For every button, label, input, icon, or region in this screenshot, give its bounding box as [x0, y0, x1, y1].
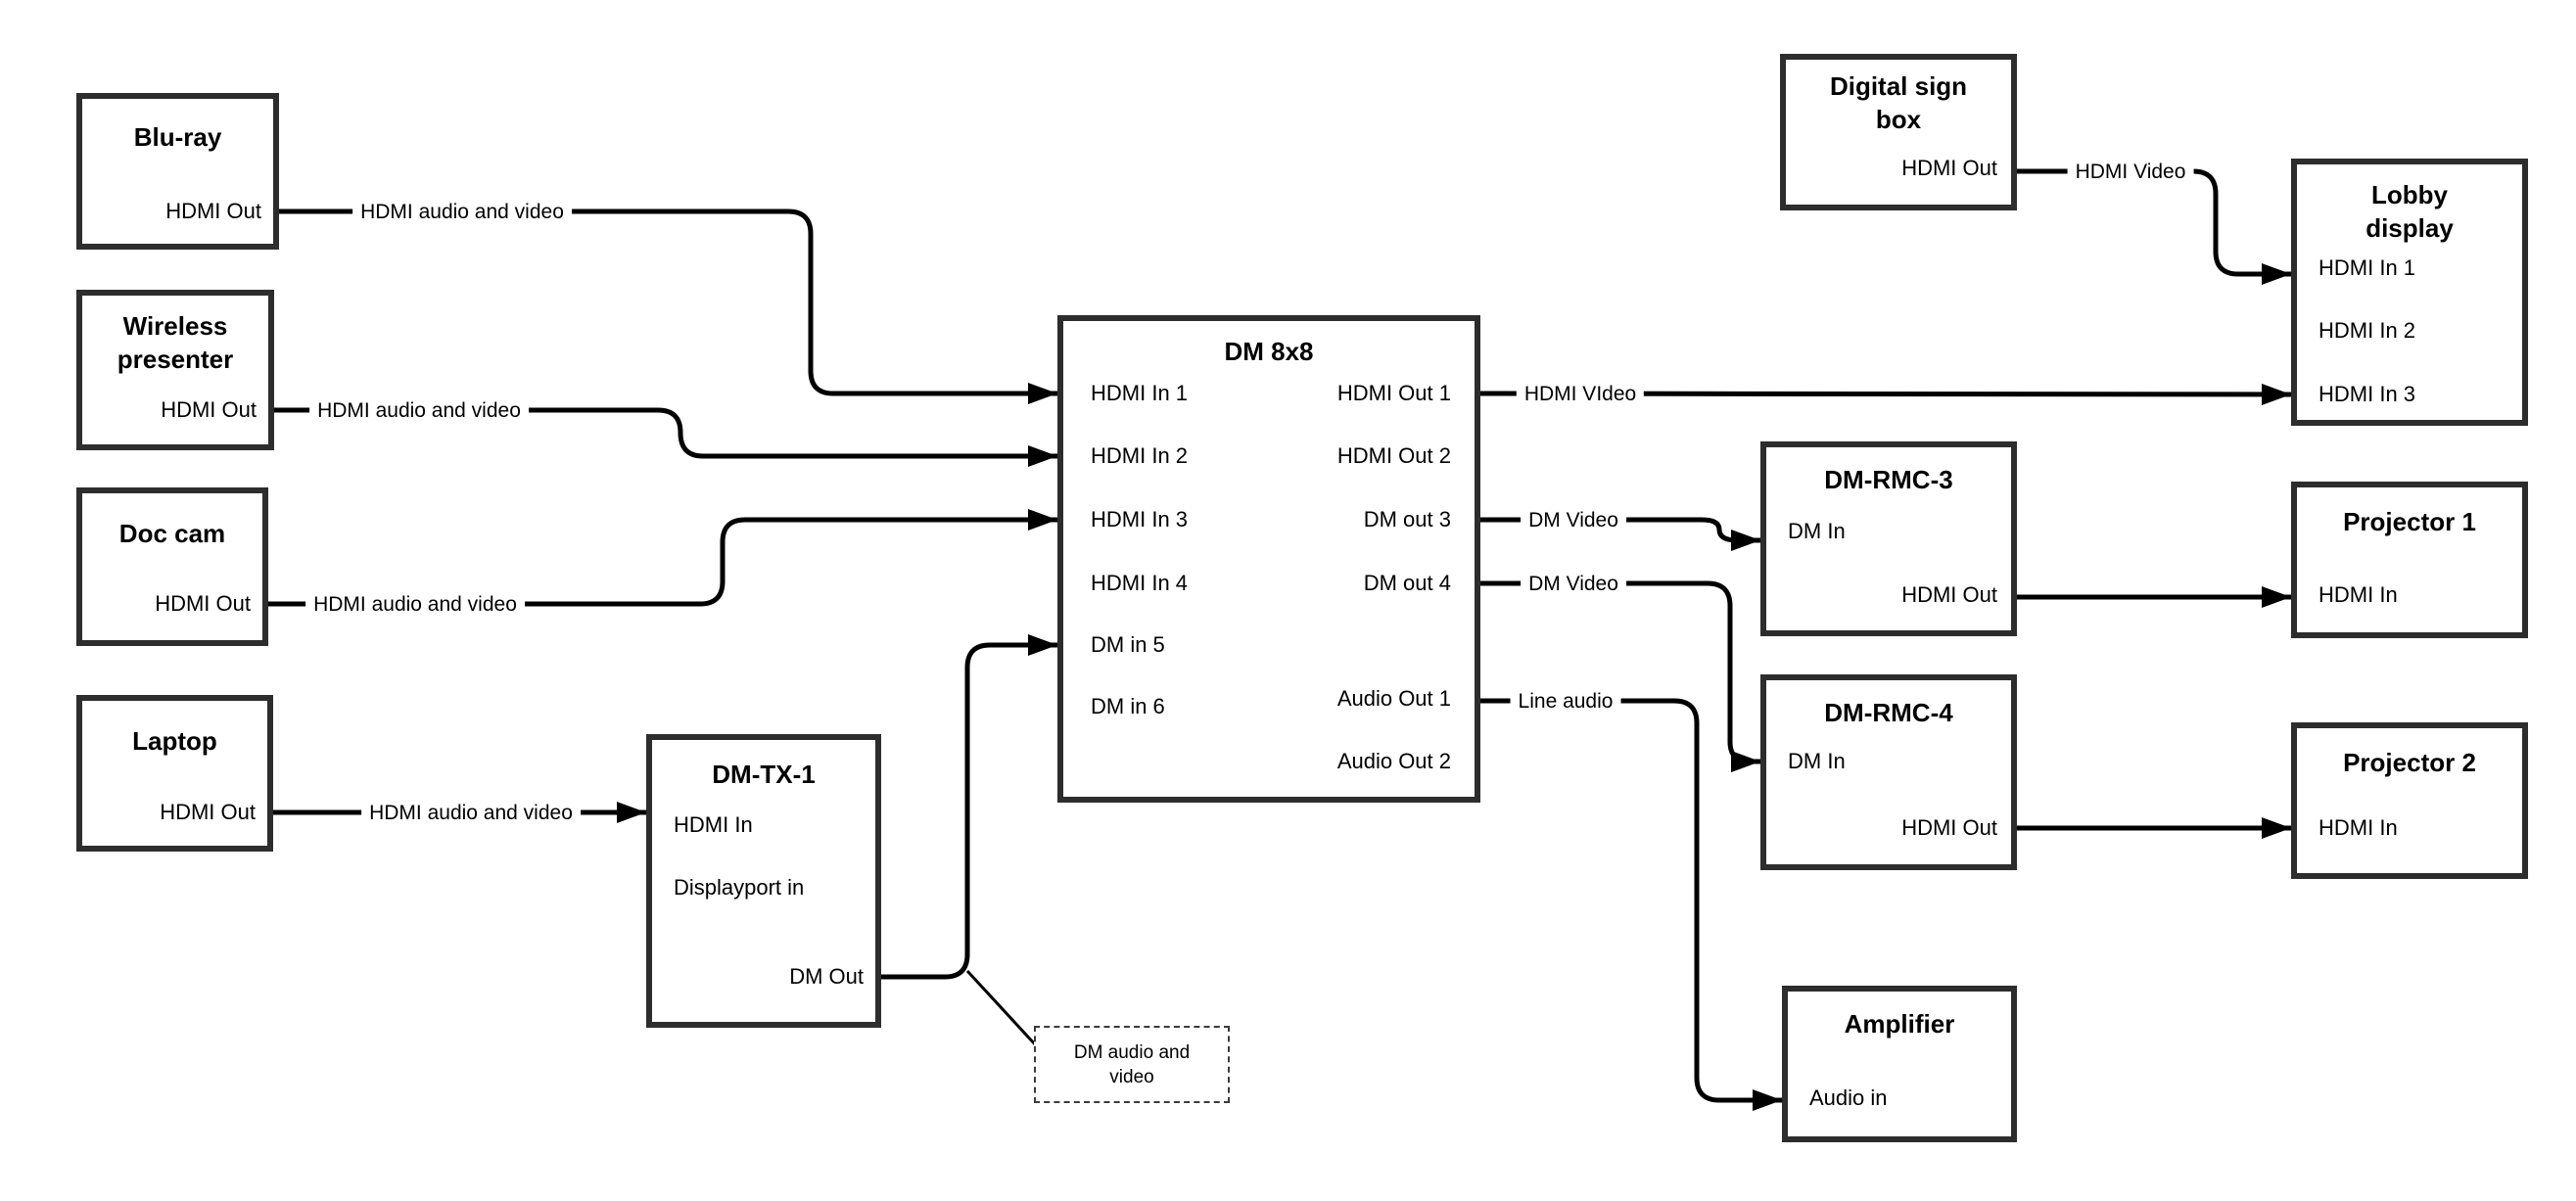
node-dm-rmc-3: DM-RMC-3 DM In HDMI Out: [1760, 441, 2017, 636]
port-dmrmc4-hdmi-out: HDMI Out: [1901, 815, 1997, 840]
wire-label-dm-video-out4: DM Video: [1521, 572, 1626, 597]
node-bluray-title: Blu-ray: [133, 122, 222, 152]
node-digital-sign-box: Digital sign box HDMI Out: [1780, 54, 2017, 210]
port-dm8x8-audio-out-2: Audio Out 2: [1336, 749, 1451, 773]
port-dmtx1-hdmi-in: HDMI In: [674, 812, 753, 837]
note-leader-line: [965, 969, 1038, 1047]
wire-label-doccam-hdmi-av: HDMI audio and video: [305, 592, 525, 618]
port-proj1-hdmi-in: HDMI In: [2318, 582, 2398, 607]
port-lobby-hdmi-in-2: HDMI In 2: [2318, 318, 2416, 343]
node-wireless-title: Wireless presenter: [117, 311, 234, 374]
wire-dm8x8-audio1-to-amplifier: [1480, 698, 1782, 1111]
node-projector-2: Projector 2 HDMI In: [2291, 722, 2528, 879]
node-dm-rmc-4: DM-RMC-4 DM In HDMI Out: [1760, 674, 2017, 870]
port-lobby-hdmi-in-1: HDMI In 1: [2318, 255, 2416, 280]
node-bluray: Blu-ray HDMI Out: [76, 93, 279, 250]
port-dmrmc3-hdmi-out: HDMI Out: [1901, 582, 1997, 607]
node-dm-tx-1: DM-TX-1 HDMI In Displayport in DM Out: [646, 734, 881, 1028]
port-dmtx1-dm-out: DM Out: [789, 964, 864, 989]
port-doccam-hdmi-out: HDMI Out: [155, 591, 251, 616]
port-bluray-hdmi-out: HDMI Out: [165, 199, 261, 223]
node-laptop: Laptop HDMI Out: [76, 695, 273, 852]
wire-doccam-to-dm8x8-in3: [268, 509, 1057, 607]
wire-label-laptop-hdmi-av: HDMI audio and video: [361, 801, 581, 826]
node-wireless-presenter: Wireless presenter HDMI Out: [76, 290, 274, 450]
wire-dm8x8-out3-to-dmrmc3: [1480, 517, 1760, 551]
wire-label-line-audio: Line audio: [1510, 689, 1621, 715]
port-lobby-hdmi-in-3: HDMI In 3: [2318, 382, 2416, 406]
port-dm8x8-dm-in-6: DM in 6: [1091, 694, 1165, 718]
node-laptop-title: Laptop: [132, 726, 217, 756]
wire-wireless-to-dm8x8-in2: [274, 407, 1057, 467]
wire-dmtx1-to-dm8x8-in5: [881, 634, 1057, 980]
node-amplifier: Amplifier Audio in: [1782, 986, 2017, 1142]
wire-label-hdmi-video-sign: HDMI Video: [2067, 160, 2194, 185]
port-dm8x8-hdmi-in-3: HDMI In 3: [1091, 507, 1189, 531]
wire-bluray-to-dm8x8-in1: [279, 208, 1057, 404]
port-laptop-hdmi-out: HDMI Out: [160, 800, 256, 824]
node-dm8x8-title: DM 8x8: [1224, 337, 1314, 366]
wire-digitalsign-to-lobby-in1: [2017, 168, 2291, 285]
port-dm8x8-hdmi-in-2: HDMI In 2: [1091, 443, 1189, 468]
wire-label-wireless-hdmi-av: HDMI audio and video: [309, 398, 529, 424]
node-doc-cam: Doc cam HDMI Out: [76, 487, 268, 646]
node-dm-8x8: DM 8x8 HDMI In 1 HDMI In 2 HDMI In 3 HDM…: [1057, 315, 1480, 803]
port-dm8x8-dm-out-4: DM out 4: [1363, 571, 1451, 595]
wire-label-bluray-hdmi-av: HDMI audio and video: [352, 200, 572, 225]
port-dmrmc4-dm-in: DM In: [1788, 749, 1846, 773]
port-dm8x8-dm-in-5: DM in 5: [1091, 632, 1165, 657]
port-dm8x8-audio-out-1: Audio Out 1: [1336, 686, 1451, 711]
node-dmrmc3-title: DM-RMC-3: [1824, 465, 1953, 494]
node-lobby-display: Lobby display HDMI In 1 HDMI In 2 HDMI I…: [2291, 159, 2528, 426]
node-doccam-title: Doc cam: [118, 519, 226, 548]
wire-label-dm-video-out3: DM Video: [1521, 508, 1626, 533]
wire-label-hdmi-video-out1: HDMI VIdeo: [1516, 382, 1645, 407]
node-projector-1: Projector 1 HDMI In: [2291, 482, 2528, 638]
node-proj1-title: Projector 1: [2343, 507, 2476, 536]
port-wireless-hdmi-out: HDMI Out: [161, 397, 257, 422]
port-dm8x8-dm-out-3: DM out 3: [1363, 507, 1451, 531]
node-dmrmc4-title: DM-RMC-4: [1824, 698, 1953, 727]
port-proj2-hdmi-in: HDMI In: [2318, 815, 2398, 840]
port-digitalsign-hdmi-out: HDMI Out: [1901, 156, 1997, 180]
port-dmrmc3-dm-in: DM In: [1788, 519, 1846, 543]
note-dm-audio-and-video: DM audio and video: [1034, 1026, 1230, 1103]
port-amplifier-audio-in: Audio in: [1809, 1086, 1888, 1110]
node-dmtx1-title: DM-TX-1: [712, 760, 816, 789]
port-dm8x8-hdmi-in-4: HDMI In 4: [1091, 571, 1189, 595]
port-dm8x8-hdmi-in-1: HDMI In 1: [1091, 381, 1189, 405]
wire-dm8x8-out4-to-dmrmc4: [1480, 580, 1760, 772]
port-dm8x8-hdmi-out-1: HDMI Out 1: [1336, 381, 1451, 405]
node-amplifier-title: Amplifier: [1844, 1009, 1955, 1039]
node-digitalsign-title: Digital sign box: [1829, 71, 1968, 134]
port-dm8x8-hdmi-out-2: HDMI Out 2: [1336, 443, 1451, 468]
port-dmtx1-displayport-in: Displayport in: [674, 875, 805, 900]
node-lobby-title: Lobby display: [2365, 180, 2454, 243]
node-proj2-title: Projector 2: [2343, 748, 2476, 777]
